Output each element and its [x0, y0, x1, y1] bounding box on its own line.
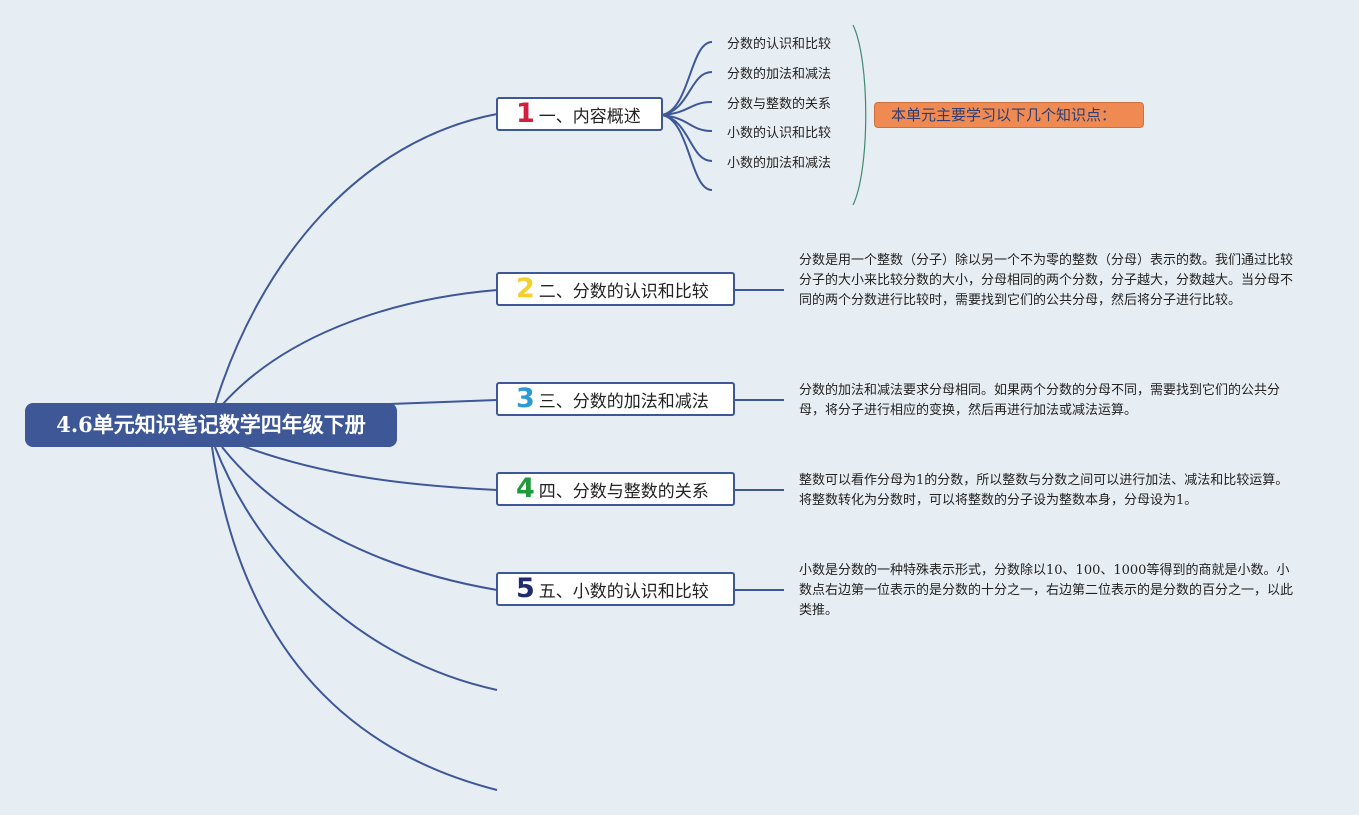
sub-line-6	[661, 114, 713, 191]
detail-text[interactable]: 小数是分数的一种特殊表示形式，分数除以10、100、1000等得到的商就是小数。…	[799, 563, 1294, 618]
topic-decimal-compare[interactable]: 5 五、小数的认识和比较	[496, 572, 735, 606]
topic-fraction-integer[interactable]: 4 四、分数与整数的关系	[496, 472, 735, 506]
overview-item[interactable]: 分数与整数的关系	[727, 97, 832, 112]
topic-label: 三、分数的加法和减法	[538, 391, 709, 412]
detail-text[interactable]: 分数的加法和减法要求分母相同。如果两个分数的分母不同，需要找到它们的公共分母，将…	[799, 383, 1281, 418]
root-topic[interactable]: 4.6单元知识笔记数学四年级下册	[25, 403, 397, 447]
summary-callout[interactable]: 本单元主要学习以下几个知识点：	[874, 102, 1144, 128]
branch-line-5	[221, 446, 498, 591]
topic-fraction-compare[interactable]: 2 二、分数的认识和比较	[496, 272, 735, 306]
sub-line-2	[661, 71, 713, 116]
detail-text[interactable]: 整数可以看作分母为1的分数，所以整数与分数之间可以进行加法、减法和比较运算。将整…	[799, 473, 1289, 508]
branch-line-2	[221, 289, 498, 406]
topic-label: 一、内容概述	[538, 106, 641, 127]
summary-brace	[852, 24, 867, 206]
topic-label: 五、小数的认识和比较	[538, 581, 709, 602]
overview-item[interactable]: 小数的认识和比较	[727, 126, 832, 141]
topic-fraction-addsub[interactable]: 3 三、分数的加法和减法	[496, 382, 735, 416]
overview-item[interactable]: 小数的加法和减法	[727, 156, 832, 171]
sub-line-3	[661, 101, 713, 116]
number-4-icon: 4	[516, 473, 535, 504]
number-3-icon: 3	[516, 383, 535, 414]
sub-line-1	[661, 41, 713, 116]
number-2-icon: 2	[516, 273, 535, 304]
branch-line-6	[214, 446, 498, 691]
topic-label: 四、分数与整数的关系	[538, 481, 709, 502]
detail-text[interactable]: 分数是用一个整数（分子）除以另一个不为零的整数（分母）表示的数。我们通过比较分子…	[799, 253, 1294, 308]
overview-item[interactable]: 分数的认识和比较	[727, 37, 832, 52]
branch-line-3	[389, 399, 498, 405]
number-1-icon: 1	[516, 98, 535, 129]
branch-line-1	[214, 113, 498, 406]
topic-label: 二、分数的认识和比较	[538, 281, 709, 302]
overview-item[interactable]: 分数的加法和减法	[727, 67, 832, 82]
number-5-icon: 5	[516, 573, 535, 604]
topic-overview[interactable]: 1 一、内容概述	[496, 97, 663, 131]
branch-line-4	[239, 444, 498, 491]
branch-line-7	[211, 446, 498, 791]
